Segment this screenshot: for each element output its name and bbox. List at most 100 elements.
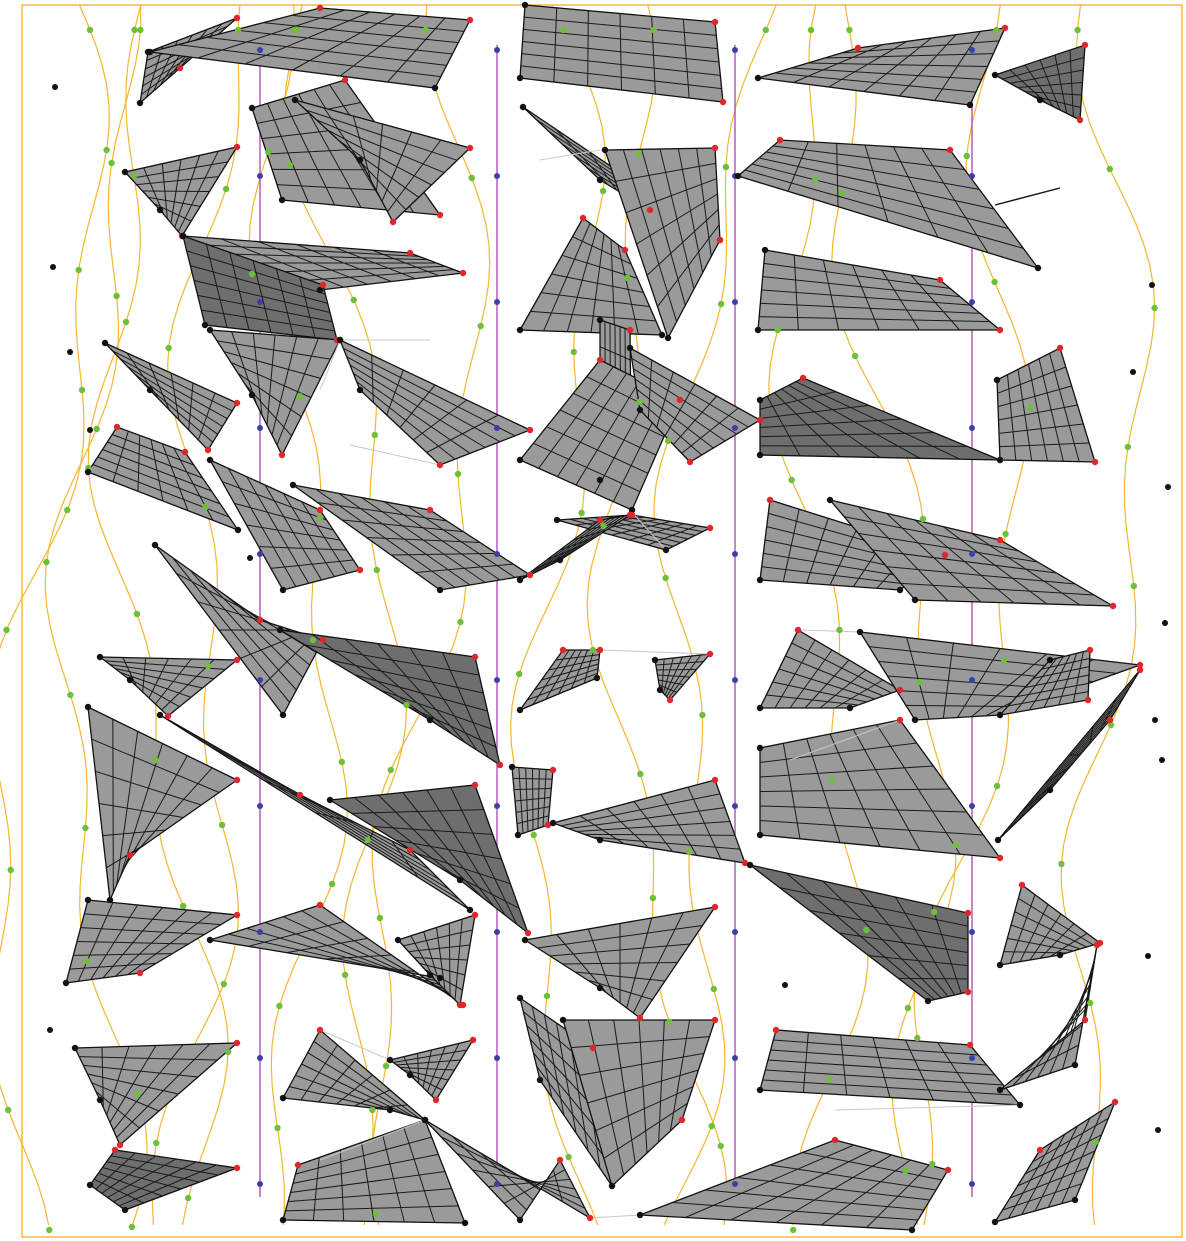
black-vertex-node [657, 687, 663, 693]
contour-node [903, 1168, 909, 1174]
contour-node [82, 825, 88, 831]
contour-node [1125, 444, 1131, 450]
black-vertex-node [207, 937, 213, 943]
red-vertex-node [712, 904, 718, 910]
patch-hatch [1033, 703, 1120, 806]
mesh-patch [150, 8, 470, 88]
black-vertex-node [515, 832, 521, 838]
red-vertex-node [855, 45, 861, 51]
contour-node [342, 972, 348, 978]
contour-node [544, 993, 550, 999]
contour-node [650, 895, 656, 901]
red-vertex-node [525, 930, 531, 936]
rail-node [257, 47, 263, 53]
black-vertex-node [357, 387, 363, 393]
rail-node [732, 803, 738, 809]
black-vertex-node [517, 995, 523, 1001]
black-vertex-node [85, 704, 91, 710]
contour-node [636, 151, 642, 157]
red-vertex-node [527, 572, 533, 578]
red-vertex-node [1110, 603, 1116, 609]
contour-line [45, 5, 147, 1225]
contour-node [339, 759, 345, 765]
red-vertex-node [757, 417, 763, 423]
black-vertex-node [437, 975, 443, 981]
red-vertex-node [234, 1165, 240, 1171]
patch-hatch [1041, 712, 1115, 799]
contour-node [166, 345, 172, 351]
rail-node [257, 929, 263, 935]
red-vertex-node [234, 400, 240, 406]
black-vertex-node [147, 387, 153, 393]
red-vertex-node [795, 627, 801, 633]
contour-node [94, 426, 100, 432]
black-vertex-node [387, 1107, 393, 1113]
contour-node [113, 293, 119, 299]
contour-node [839, 190, 845, 196]
red-vertex-node [407, 847, 413, 853]
black-vertex-node [992, 1219, 998, 1225]
black-vertex-node [462, 1220, 468, 1226]
contour-node [223, 186, 229, 192]
contour-node [808, 27, 814, 33]
black-vertex-node [427, 972, 433, 978]
black-vertex-node [652, 657, 658, 663]
black-vertex-node [522, 937, 528, 943]
black-vertex-node [72, 1045, 78, 1051]
contour-node [294, 27, 300, 33]
red-vertex-node [937, 277, 943, 283]
rail-node [732, 551, 738, 557]
black-vertex-node [457, 877, 463, 883]
contour-node [1002, 531, 1008, 537]
contour-node [699, 712, 705, 718]
patch-hatch [1024, 695, 1125, 815]
red-vertex-node [234, 144, 240, 150]
black-vertex-node [97, 654, 103, 660]
black-vertex-node [597, 837, 603, 843]
red-vertex-node [627, 512, 633, 518]
contour-node [991, 279, 997, 285]
contour-node [152, 757, 158, 763]
red-vertex-node [560, 647, 566, 653]
rail-node [257, 173, 263, 179]
black-vertex-node [557, 557, 563, 563]
red-vertex-node [773, 1027, 779, 1033]
contour-node [763, 27, 769, 33]
rail-node [969, 1181, 975, 1187]
contour-node [131, 27, 137, 33]
black-vertex-node [290, 482, 296, 488]
rail-node [494, 299, 500, 305]
red-vertex-node [550, 767, 556, 773]
black-vertex-node [997, 962, 1003, 968]
contour-node [8, 867, 14, 873]
red-vertex-node [897, 687, 903, 693]
black-vertex-node [609, 1183, 615, 1189]
contour-node [812, 177, 818, 183]
contour-node [274, 1125, 280, 1131]
contour-node [235, 27, 241, 33]
black-vertex-node [847, 705, 853, 711]
black-vertex-node [180, 233, 186, 239]
black-vertex-node [997, 712, 1003, 718]
black-vertex-node [747, 862, 753, 868]
red-vertex-node [467, 17, 473, 23]
contour-node [1001, 657, 1007, 663]
rail-node [257, 425, 263, 431]
contour-node [457, 619, 463, 625]
black-vertex-node [127, 677, 133, 683]
mesh-patch [1000, 945, 1097, 1090]
red-vertex-node [497, 762, 503, 768]
contour-node [665, 438, 671, 444]
rail-node [732, 1055, 738, 1061]
contour-node [994, 783, 1000, 789]
isolated-node [1162, 620, 1168, 626]
red-vertex-node [320, 282, 326, 288]
black-vertex-node [407, 1072, 413, 1078]
red-vertex-node [707, 525, 713, 531]
contour-node [1131, 583, 1137, 589]
black-vertex-node [560, 1017, 566, 1023]
rail-node [969, 299, 975, 305]
contour-node [931, 909, 937, 915]
red-vertex-node [234, 1040, 240, 1046]
black-vertex-node [1035, 265, 1041, 271]
